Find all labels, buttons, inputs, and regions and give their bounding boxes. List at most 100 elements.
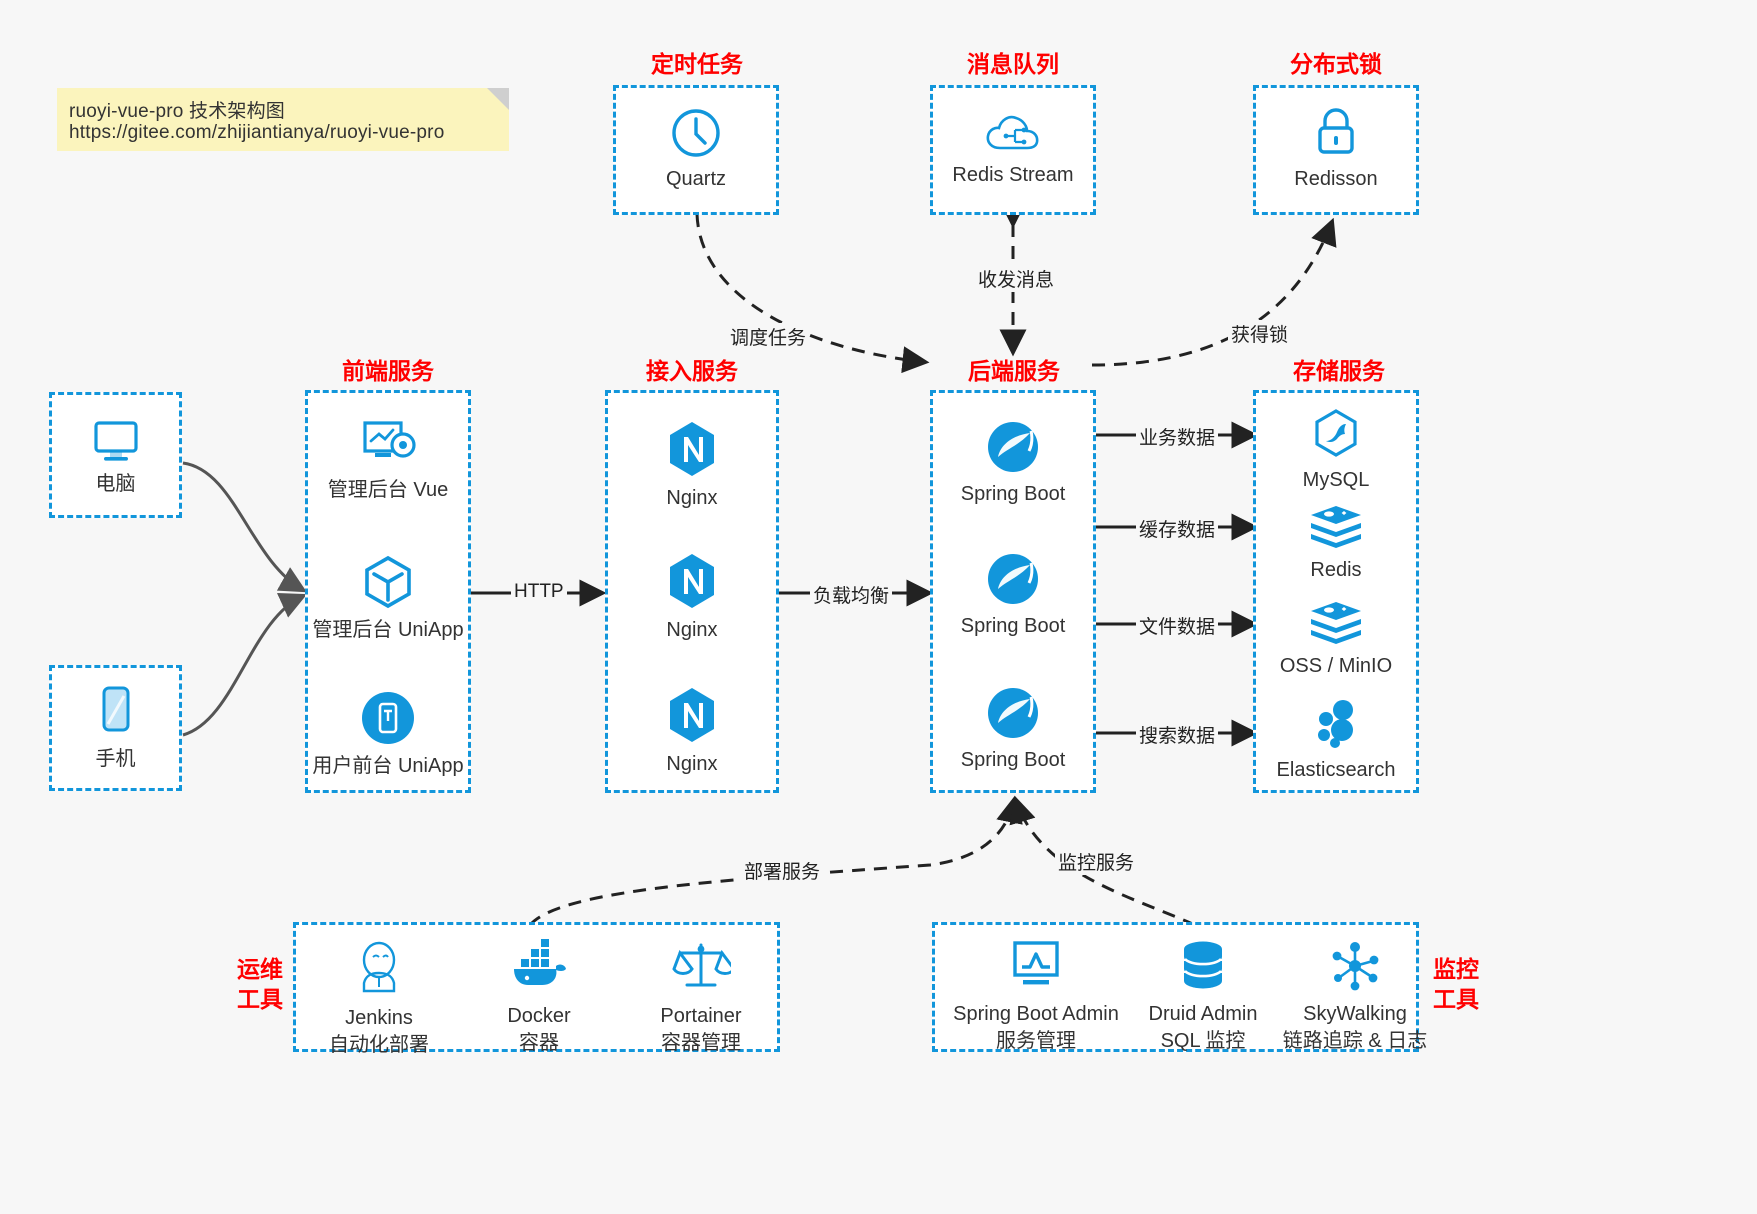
node-oss-minio[interactable]: OSS / MinIO	[1256, 599, 1416, 679]
tool-desc: 自动化部署	[329, 1034, 429, 1056]
node-label: Nginx	[666, 753, 718, 775]
node-computer[interactable]: 电脑	[52, 415, 179, 497]
node-label: 用户前台 UniApp	[312, 755, 464, 777]
group-title-frontend-service: 前端服务	[342, 358, 434, 384]
node-elasticsearch[interactable]: Elasticsearch	[1256, 697, 1416, 783]
node-label: Spring Boot	[960, 749, 1066, 771]
group-title-ops-tools-line2: 工具	[237, 986, 283, 1012]
group-title-monitor-tools-line1: 监控	[1433, 956, 1479, 982]
edge-label-schedule-task: 调度任务	[727, 323, 810, 350]
node-label: 管理后台 Vue	[327, 479, 449, 501]
node-spring-boot-1[interactable]: Spring Boot	[933, 419, 1093, 507]
tool-name: SkyWalking	[1303, 1003, 1407, 1025]
edge-label-cache-data: 缓存数据	[1136, 515, 1219, 542]
desktop-computer-icon	[93, 421, 138, 461]
tool-name: Docker	[507, 1005, 571, 1027]
monitor-settings-icon	[363, 421, 416, 458]
group-title-message-queue: 消息队列	[967, 51, 1059, 77]
node-redis[interactable]: Redis	[1256, 503, 1416, 583]
node-spring-boot-2[interactable]: Spring Boot	[933, 551, 1093, 639]
group-title-ops-tools-line1: 运维	[237, 956, 283, 982]
docker-icon	[514, 939, 566, 985]
mobile-phone-icon	[102, 686, 129, 732]
edge-label-business-data: 业务数据	[1136, 423, 1219, 450]
node-jenkins[interactable]: Jenkins 自动化部署	[304, 937, 454, 1059]
cloud-stream-icon	[986, 115, 1039, 150]
note-fold-corner-icon	[487, 88, 509, 110]
node-phone[interactable]: 手机	[52, 684, 179, 772]
node-user-uniapp[interactable]: 用户前台 UniApp	[308, 689, 468, 779]
tool-name: Portainer	[660, 1005, 742, 1027]
node-label: 手机	[95, 748, 136, 770]
tool-name: Druid Admin	[1148, 1003, 1258, 1025]
redis-icon	[1311, 506, 1361, 548]
node-nginx-2[interactable]: Nginx	[608, 551, 776, 643]
edge-label-monitor-service: 监控服务	[1055, 848, 1138, 875]
node-label: Redisson	[1294, 168, 1378, 190]
lock-icon	[1318, 108, 1354, 154]
node-label: Elasticsearch	[1276, 759, 1396, 781]
network-nodes-icon	[1332, 942, 1379, 991]
node-nginx-1[interactable]: Nginx	[608, 419, 776, 511]
nginx-icon	[670, 422, 714, 476]
group-title-scheduled-task: 定时任务	[651, 51, 743, 77]
node-spring-boot-3[interactable]: Spring Boot	[933, 685, 1093, 773]
node-admin-vue[interactable]: 管理后台 Vue	[308, 415, 468, 503]
node-label: Nginx	[666, 487, 718, 509]
clock-icon	[672, 109, 720, 157]
tool-desc: SQL 监控	[1160, 1030, 1246, 1052]
node-docker[interactable]: Docker 容器	[464, 939, 614, 1057]
node-redis-stream[interactable]: Redis Stream	[933, 108, 1093, 188]
backend-service-box[interactable]: Spring Boot Spring Boot Spring Boot	[930, 390, 1096, 793]
client-box-phone[interactable]: 手机	[49, 665, 182, 791]
ops-tools-box[interactable]: Jenkins 自动化部署 Docker 容器	[293, 922, 780, 1056]
edge-label-search-data: 搜索数据	[1136, 721, 1219, 748]
scheduled-task-box[interactable]: Quartz	[613, 85, 779, 215]
node-skywalking[interactable]: SkyWalking 链路追踪 & 日志	[1265, 937, 1445, 1055]
cube-icon	[365, 555, 411, 609]
node-nginx-3[interactable]: Nginx	[608, 685, 776, 777]
edge-label-file-data: 文件数据	[1136, 612, 1219, 639]
monitor-tools-box[interactable]: Spring Boot Admin 服务管理 Druid Admin SQL 监…	[932, 922, 1427, 1055]
group-title-backend-service: 后端服务	[968, 358, 1060, 384]
note-title: ruoyi-vue-pro 技术架构图	[69, 101, 286, 122]
storage-service-box[interactable]: MySQL Redis	[1253, 390, 1419, 793]
node-quartz[interactable]: Quartz	[616, 106, 776, 192]
redis-stack-icon	[1311, 602, 1361, 644]
group-title-storage-service: 存储服务	[1293, 358, 1385, 384]
group-title-distributed-lock: 分布式锁	[1290, 51, 1382, 77]
distributed-lock-box[interactable]: Redisson	[1253, 85, 1419, 215]
nginx-icon	[670, 688, 714, 742]
edge-label-send-receive-message: 收发消息	[975, 265, 1058, 292]
node-label: Spring Boot	[960, 483, 1066, 505]
node-label: Spring Boot	[960, 615, 1066, 637]
node-label: MySQL	[1302, 469, 1370, 491]
database-icon	[1184, 941, 1222, 989]
node-label: Redis	[1310, 559, 1362, 581]
node-spring-boot-admin[interactable]: Spring Boot Admin 服务管理	[941, 937, 1131, 1055]
mobile-app-icon	[362, 692, 414, 744]
jenkins-icon	[362, 941, 396, 993]
message-queue-box[interactable]: Redis Stream	[930, 85, 1096, 215]
group-title-gateway-service: 接入服务	[646, 358, 738, 384]
node-admin-uniapp[interactable]: 管理后台 UniApp	[308, 553, 468, 643]
edge-label-deploy-service: 部署服务	[741, 857, 824, 884]
node-label: 电脑	[95, 473, 136, 495]
tool-name: Jenkins	[345, 1007, 413, 1029]
tool-desc: 容器管理	[661, 1032, 741, 1054]
spring-boot-icon	[988, 422, 1038, 472]
gateway-service-box[interactable]: Nginx Nginx Nginx	[605, 390, 779, 793]
node-druid-admin[interactable]: Druid Admin SQL 监控	[1123, 937, 1283, 1055]
client-box-computer[interactable]: 电脑	[49, 392, 182, 518]
elasticsearch-icon	[1318, 700, 1353, 748]
monitor-chart-icon	[1013, 941, 1059, 985]
edge-label-acquire-lock: 获得锁	[1228, 320, 1292, 347]
note-url: https://gitee.com/zhijiantianya/ruoyi-vu…	[69, 122, 445, 143]
node-redisson[interactable]: Redisson	[1256, 106, 1416, 192]
node-label: Nginx	[666, 619, 718, 641]
node-portainer[interactable]: Portainer 容器管理	[626, 937, 776, 1057]
frontend-service-box[interactable]: 管理后台 Vue 管理后台 UniApp 用户前台 UniApp	[305, 390, 471, 793]
node-mysql[interactable]: MySQL	[1256, 407, 1416, 493]
